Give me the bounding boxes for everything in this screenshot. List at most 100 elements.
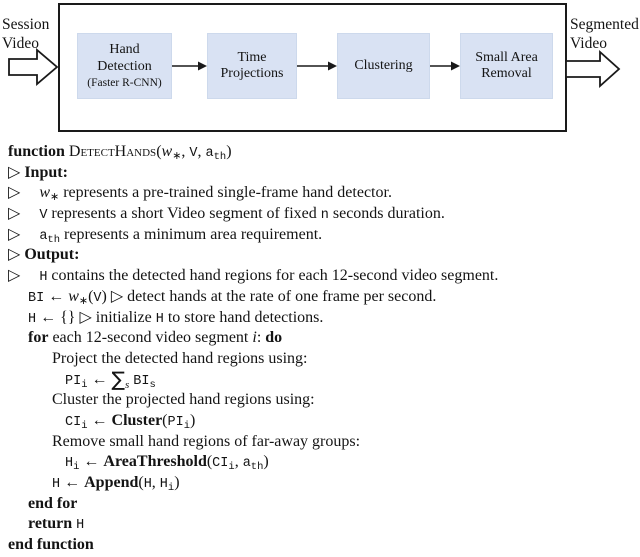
code-seg-r: ▷ (8, 184, 21, 202)
code-line: H ← Append(H, Hi) (8, 473, 638, 494)
code-seg-m: BI (133, 373, 150, 389)
code-seg-r: to store hand detections. (163, 308, 324, 326)
code-line: function DetectHands(w∗, V, ath) (8, 142, 638, 163)
code-seg-r: ▷ (8, 267, 21, 285)
code-seg-r: ( (206, 453, 213, 471)
stage-label: Time Projections (220, 49, 284, 82)
code-seg-msub: i (183, 419, 191, 432)
code-seg-r: ← (44, 287, 69, 305)
code-line: end for (8, 494, 638, 515)
code-seg-r: , (151, 474, 160, 491)
code-seg-b: do (265, 329, 283, 347)
code-seg-b: Cluster (111, 411, 163, 429)
code-seg-sc: DetectHands (68, 143, 157, 160)
code-line: ▷ H contains the detected hand regions f… (8, 266, 638, 287)
code-seg-i: w (68, 287, 79, 305)
code-seg-m: a (39, 228, 48, 244)
stage-time-projections: Time Projections (207, 33, 297, 99)
code-seg-r: represents a pre-trained single-frame ha… (59, 184, 392, 202)
stage-clustering: Clustering (337, 33, 430, 99)
code-seg-gap (20, 266, 39, 287)
stage-sublabel: (Faster R-CNN) (87, 77, 162, 89)
arrow-right-icon (297, 61, 337, 71)
code-line: for each 12-second video segment i: do (8, 328, 638, 349)
code-seg-r: ) (174, 474, 180, 491)
stage-label: Hand Detection (97, 42, 152, 74)
code-seg-r: : (256, 329, 266, 347)
code-line: ▷ ath represents a minimum area requirem… (8, 225, 638, 246)
output-flow-arrow-icon (566, 50, 621, 88)
code-line: Hi ← AreaThreshold(CIi, ath) (8, 452, 638, 473)
code-seg-r: ( (88, 287, 94, 305)
code-seg-r: represents a short Video segment of fixe… (47, 205, 321, 223)
code-seg-sum: ∑ (111, 366, 125, 391)
code-seg-r: ▷ (8, 205, 21, 223)
code-seg-msub: th (213, 151, 227, 163)
code-line: return H (8, 514, 638, 535)
code-seg-r: ( (138, 474, 144, 491)
code-seg-m: H (76, 518, 85, 534)
code-seg-msub: s (149, 378, 156, 391)
stage-small-area-removal: Small Area Removal (460, 33, 553, 99)
code-seg-r: ← (60, 474, 85, 491)
stage-hand-detection: Hand Detection (Faster R-CNN) (77, 33, 172, 99)
code-seg-gap (20, 204, 39, 225)
code-seg-i: i (252, 329, 257, 347)
code-seg-msub: i (81, 378, 88, 391)
input-flow-arrow-icon (8, 48, 59, 86)
code-seg-m: CI (212, 456, 229, 472)
session-video-label: Session Video (2, 16, 50, 52)
code-seg-b: end function (8, 536, 94, 554)
code-seg-m: H (143, 477, 152, 492)
code-seg-m: V (189, 146, 198, 161)
code-line: ▷ w∗ represents a pre-trained single-fra… (8, 183, 638, 204)
code-line: Cluster the projected hand regions using… (8, 390, 638, 411)
code-seg-b: return (28, 515, 73, 533)
code-seg-b: function (8, 143, 69, 160)
code-seg-r: ( (156, 143, 162, 160)
code-seg-r: ← (79, 453, 104, 471)
code-seg-r: ) (263, 453, 269, 471)
code-seg-r: ) ▷ detect hands at the rate of one fram… (101, 287, 437, 305)
code-seg-r: ← {} ▷ initialize (36, 308, 156, 326)
code-seg-r: , (234, 453, 243, 471)
code-line: PIi ← ∑s BIs (8, 366, 638, 391)
code-seg-r: ) (190, 411, 196, 429)
code-seg-m: a (205, 146, 214, 161)
code-seg-r: represents a minimum area requirement. (60, 225, 323, 243)
code-seg-m: a (242, 456, 251, 472)
code-seg-sub: ∗ (49, 191, 60, 204)
code-seg-b: Append (84, 474, 139, 491)
code-seg-b: for (28, 329, 49, 347)
code-seg-b: AreaThreshold (103, 453, 207, 471)
code-seg-msub: th (250, 461, 264, 474)
code-seg-m: H (28, 311, 37, 327)
code-seg-m: H (155, 311, 164, 327)
code-seg-r: ▷ (8, 163, 25, 181)
code-seg-m: H (39, 270, 48, 286)
code-line: ▷ Output: (8, 245, 638, 266)
code-seg-msub: i (228, 461, 235, 474)
code-seg-r: Cluster the projected hand regions using… (52, 391, 315, 409)
code-seg-m: H (65, 456, 74, 472)
code-seg-m: BI (28, 290, 45, 306)
code-seg-r: ▷ (8, 225, 21, 243)
code-seg-m: V (93, 290, 102, 306)
stage-label: Clustering (354, 57, 413, 73)
code-line: ▷ V represents a short Video segment of … (8, 204, 638, 225)
code-line: BI ← w∗(V) ▷ detect hands at the rate of… (8, 287, 638, 308)
code-line: Remove small hand regions of far-away gr… (8, 432, 638, 453)
code-seg-msub: i (73, 461, 80, 474)
code-line: CIi ← Cluster(PIi) (8, 411, 638, 432)
code-seg-gap (20, 225, 39, 246)
code-seg-r: ) (226, 143, 232, 160)
code-line: Project the detected hand regions using: (8, 349, 638, 370)
code-seg-m: PI (167, 414, 184, 430)
code-seg-b: Output: (24, 246, 80, 264)
pipeline-diagram: Session Video Hand Detection (Faster R-C… (0, 0, 640, 140)
code-seg-b: end for (28, 494, 78, 512)
code-seg-r: , (197, 143, 206, 160)
code-seg-r: ▷ (8, 246, 25, 264)
stage-label: Small Area Removal (475, 49, 538, 82)
code-seg-isub: s (125, 378, 130, 391)
